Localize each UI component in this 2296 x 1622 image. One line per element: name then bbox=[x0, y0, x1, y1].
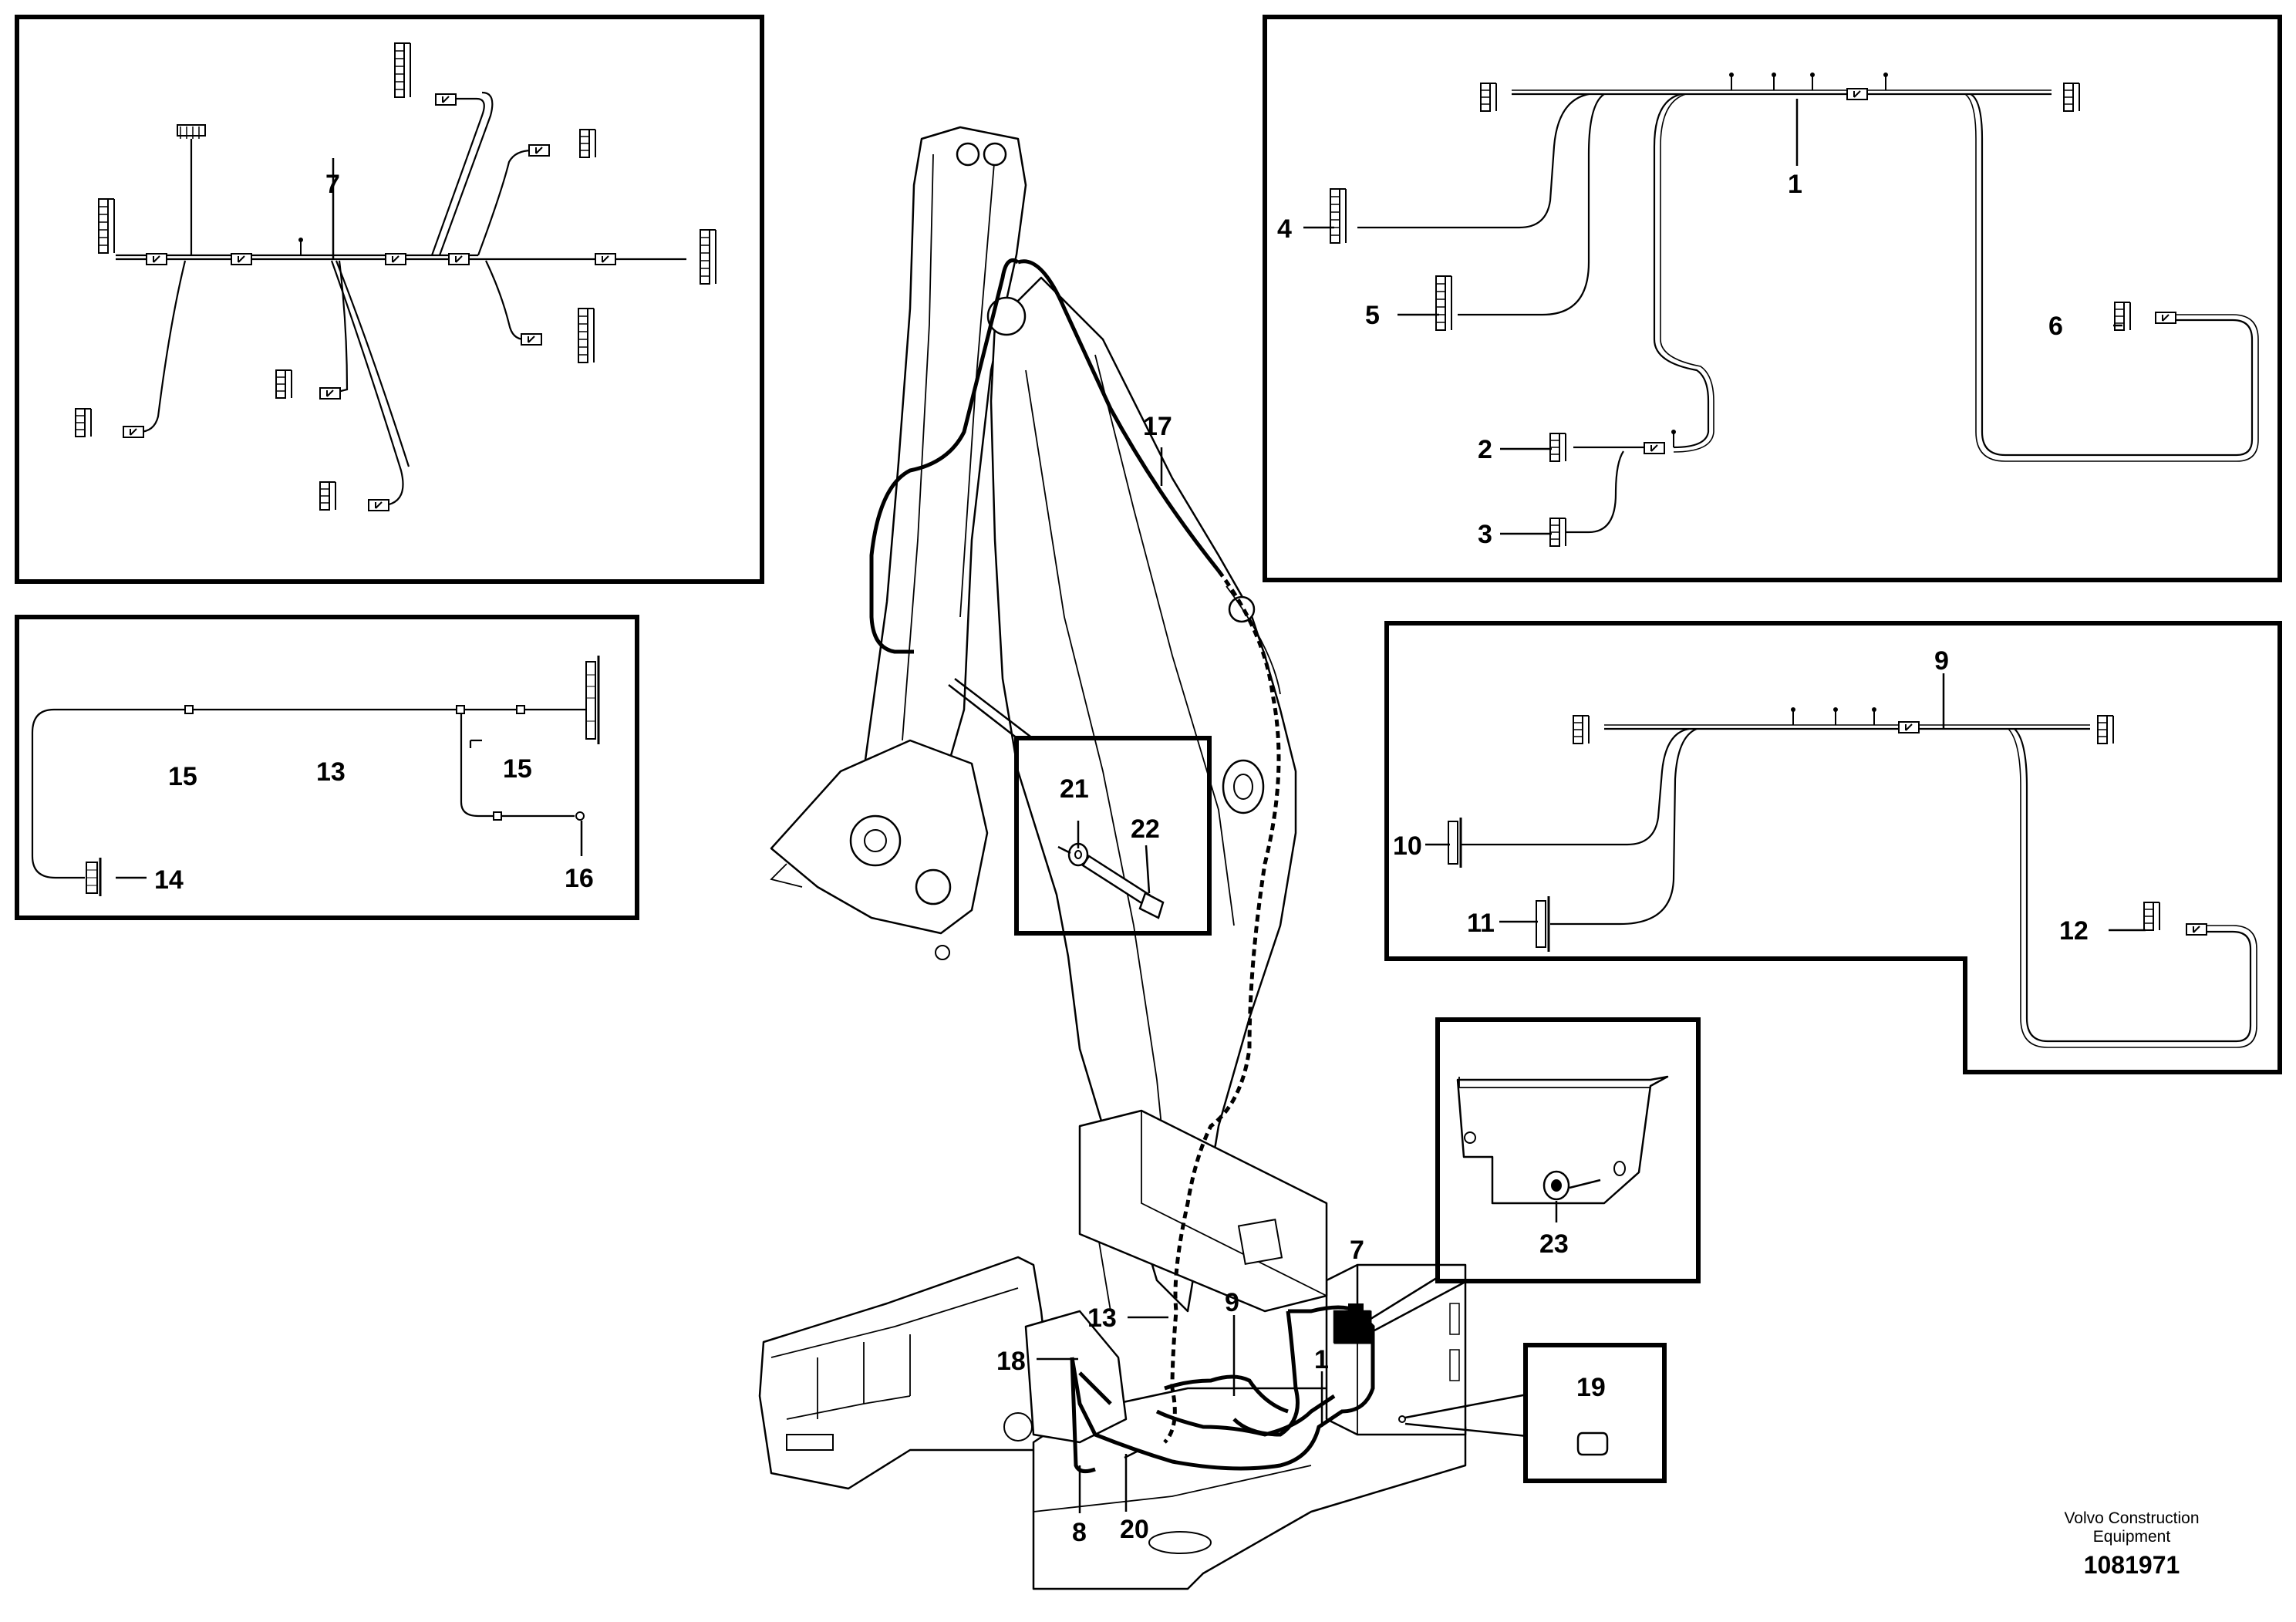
drawing-number: 1081971 bbox=[2084, 1551, 2180, 1579]
callout-21: 21 bbox=[1060, 774, 1089, 804]
panel-harness-9 bbox=[1384, 621, 2282, 1074]
callout-7-panel: 7 bbox=[325, 170, 340, 199]
callout-23: 23 bbox=[1539, 1229, 1569, 1259]
callout-5: 5 bbox=[1365, 301, 1380, 330]
connector-icon bbox=[98, 198, 115, 254]
excavator-upper-structure bbox=[758, 1109, 1467, 1590]
callout-15-left: 15 bbox=[168, 762, 197, 791]
callout-22: 22 bbox=[1131, 814, 1160, 844]
nut-icon bbox=[1542, 1170, 1570, 1201]
callout-12: 12 bbox=[2059, 916, 2089, 946]
excavator-boom-arm bbox=[770, 126, 1297, 1313]
brand-line-1: Volvo Construction bbox=[2064, 1509, 2199, 1527]
callout-10: 10 bbox=[1393, 831, 1422, 861]
footer-branding: Volvo Construction Equipment 1081971 bbox=[2064, 1509, 2199, 1579]
panel-harness-1 bbox=[1263, 15, 2282, 582]
callout-8: 8 bbox=[1072, 1518, 1087, 1547]
callout-11: 11 bbox=[1467, 909, 1495, 938]
callout-19: 19 bbox=[1576, 1373, 1606, 1402]
grommet-icon bbox=[1576, 1431, 1609, 1456]
callout-1-machine: 1 bbox=[1314, 1345, 1329, 1374]
detail-grommet bbox=[1398, 1343, 1667, 1483]
callout-7-machine: 7 bbox=[1350, 1236, 1364, 1265]
panel-harness-13 bbox=[15, 615, 639, 920]
callout-14: 14 bbox=[154, 865, 184, 895]
callout-13-panel: 13 bbox=[316, 757, 346, 787]
callout-1-panel: 1 bbox=[1788, 170, 1802, 199]
callout-4: 4 bbox=[1277, 214, 1292, 244]
callout-leaders bbox=[116, 99, 2146, 1513]
detail-bracket-nut bbox=[1367, 1017, 1701, 1332]
callout-17: 17 bbox=[1143, 412, 1172, 441]
callout-9-machine: 9 bbox=[1225, 1288, 1239, 1317]
brand-line-2: Equipment bbox=[2093, 1528, 2171, 1546]
callout-6: 6 bbox=[2048, 312, 2063, 341]
callout-16: 16 bbox=[565, 864, 594, 893]
callout-13-machine: 13 bbox=[1087, 1303, 1117, 1333]
harness-routing bbox=[869, 258, 1375, 1474]
callout-20: 20 bbox=[1120, 1515, 1149, 1544]
callout-15-right: 15 bbox=[503, 754, 532, 784]
callout-3: 3 bbox=[1478, 520, 1492, 549]
callout-9-panel: 9 bbox=[1934, 646, 1949, 676]
panel-harness-7 bbox=[15, 15, 764, 584]
bolt-icon bbox=[1081, 855, 1165, 919]
callout-2: 2 bbox=[1478, 435, 1492, 464]
callout-18: 18 bbox=[996, 1347, 1026, 1376]
detail-bolt-washer bbox=[948, 678, 1212, 936]
callout-labels: 1 4 5 6 2 3 7 9 10 11 12 13 14 15 15 16 … bbox=[154, 170, 2089, 1547]
